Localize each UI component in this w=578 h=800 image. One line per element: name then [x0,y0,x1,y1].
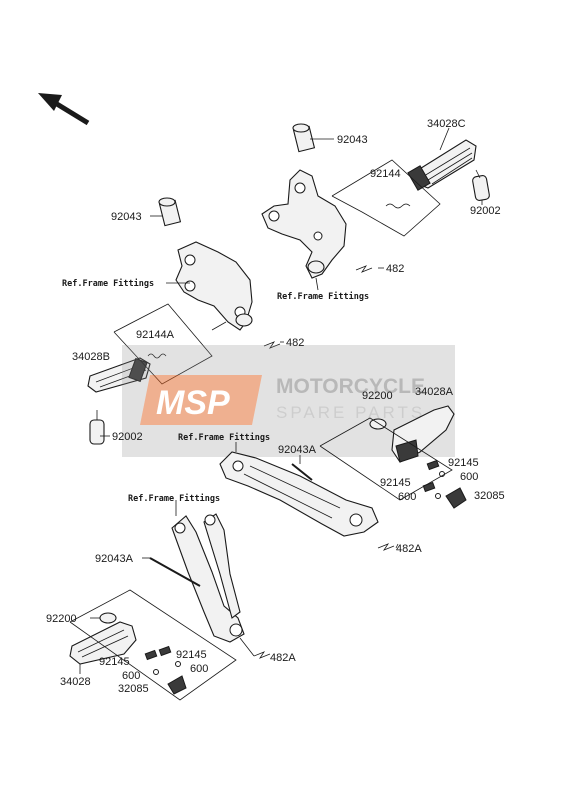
label-482-top: 482 [386,263,404,275]
label-600-l1: 600 [122,670,140,682]
rear-right-bracket-group [261,123,490,291]
label-92145-l2: 92145 [176,649,207,661]
spring-92145-r1 [426,459,440,471]
label-482-mid: 482 [286,337,304,349]
label-600-r2: 600 [398,491,416,503]
label-ref-center: Ref.Frame Fittings [178,432,270,443]
front-left-hanger-group [69,500,271,701]
rear-right-bracket [261,169,347,279]
label-34028C: 34028C [427,118,466,130]
plate-32085-left [167,675,187,695]
label-ref-top-right: Ref.Frame Fittings [277,291,369,302]
label-92145-r1: 92145 [448,457,479,469]
rear-left-bracket-group [87,197,284,445]
footpeg-34028A [391,405,455,463]
spring-92145-l1 [144,649,158,661]
footpeg-34028B [87,357,151,393]
label-92145-r2: 92145 [380,477,411,489]
pin-92002-right [472,169,490,201]
label-482A-right: 482A [396,543,422,555]
label-34028A: 34028A [415,386,454,398]
rear-left-bracket [175,241,253,331]
washer-92200-left [99,612,117,624]
label-600-l2: 600 [190,663,208,675]
spring-92144A [147,353,167,359]
label-92145-l1: 92145 [99,656,130,668]
bolt-92043A-left [149,557,201,587]
label-34028: 34028 [60,676,91,688]
label-600-r1: 600 [460,471,478,483]
clip-482A-right [377,543,395,551]
label-ref-bottom: Ref.Frame Fittings [128,493,220,504]
part-labels: 92043 34028C 92144 92002 482 Ref.Frame F… [46,118,505,695]
label-92144: 92144 [370,168,401,180]
front-right-hanger-group [219,405,467,551]
bolt-92043A-right [291,463,313,481]
clip-482A-left [253,651,271,659]
front-left-hanger-arm [203,513,241,619]
spring-92144 [385,203,411,209]
ball-600-r2 [435,493,441,499]
spring-92145-l2 [158,645,172,657]
label-92043A-right: 92043A [278,444,317,456]
label-92043-top: 92043 [337,134,368,146]
collar-92043-top [292,123,316,153]
label-92200-left: 92200 [46,613,77,625]
label-32085-left: 32085 [118,683,149,695]
label-482A-left: 482A [270,652,296,664]
front-direction-arrow-icon [38,93,90,126]
watermark-line2: SPARE PARTS [276,403,425,422]
ball-600-l1 [153,669,159,675]
label-92002-right: 92002 [470,205,501,217]
clip-482-mid [263,341,281,349]
plate-32085-right [445,487,467,509]
watermark-badge [140,375,262,425]
footpeg-34028C [407,139,477,191]
label-92043-left: 92043 [111,211,142,223]
label-92043A-left: 92043A [95,553,134,565]
watermark-line1: MOTORCYCLE [276,375,425,398]
collar-92043-left [158,197,182,227]
front-right-hanger [219,451,379,537]
spring-92145-r2 [422,481,436,493]
label-92002-left: 92002 [112,431,143,443]
washer-92200-right [369,418,387,430]
ball-600-l2 [175,661,181,667]
pin-92002-left [89,410,105,445]
label-ref-left: Ref.Frame Fittings [62,278,154,289]
label-32085-right: 32085 [474,490,505,502]
label-92144A: 92144A [136,329,175,341]
watermark-logo: MSP [156,384,230,422]
label-92200-right: 92200 [362,390,393,402]
label-34028B: 34028B [72,351,110,363]
clip-482-top [355,265,373,273]
